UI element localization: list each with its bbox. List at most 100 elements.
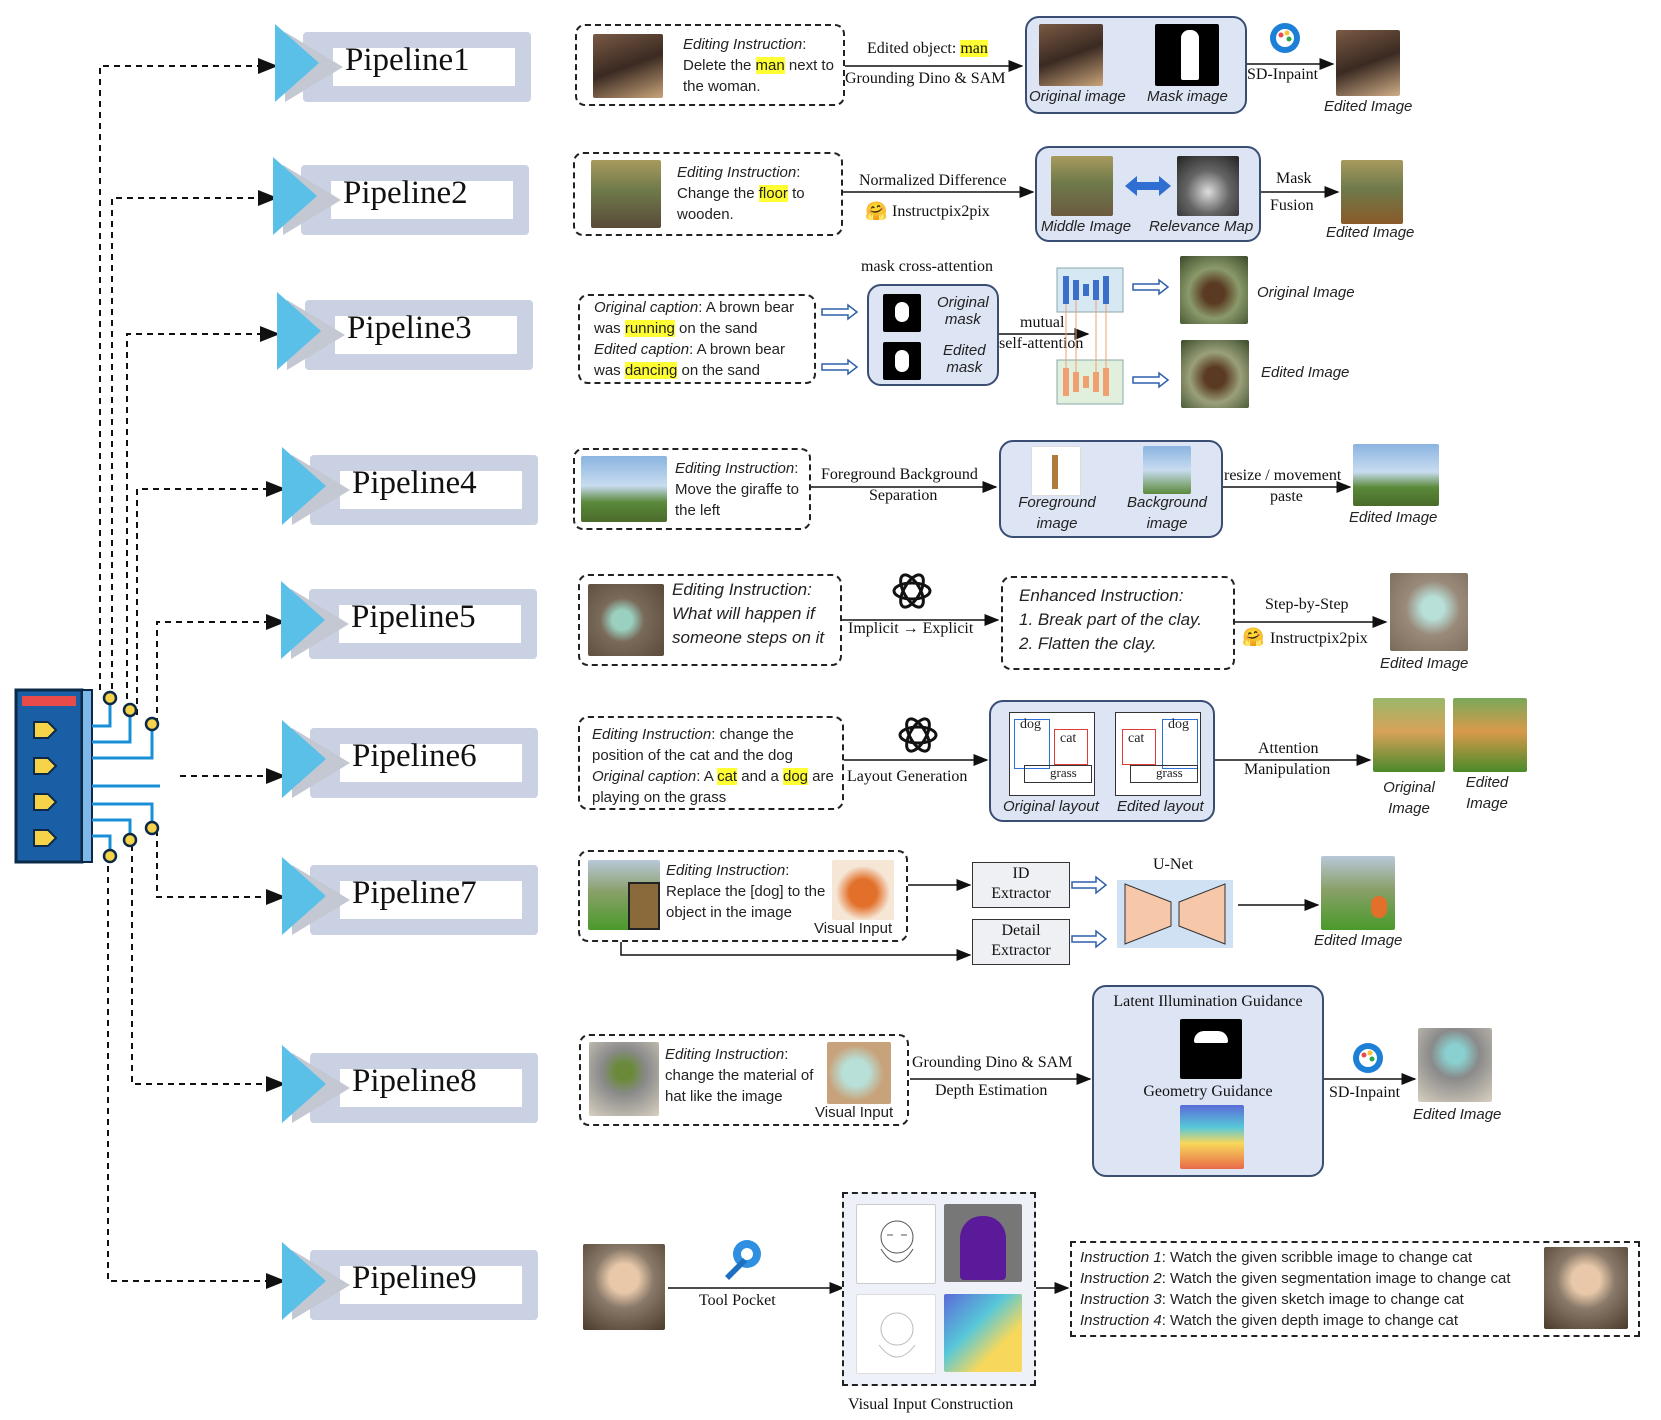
p1-instruction-text: Editing Instruction: Delete the man next… <box>683 36 834 95</box>
p9-instruction-4: Instruction 4: Watch the given depth ima… <box>1080 1312 1459 1329</box>
pipeline-label: Pipeline4 <box>352 465 477 501</box>
p4-edited-caption: Edited Image <box>1349 509 1438 526</box>
p4-foreground-thumb <box>1031 446 1081 496</box>
p4-input-photo <box>581 456 667 522</box>
p3-mutual-label: mutual <box>1020 314 1065 331</box>
p2-input-photo <box>591 160 661 228</box>
p3-edited-photo <box>1181 340 1249 408</box>
p1-original-caption: Original image <box>1029 88 1126 105</box>
p7-instruction-text: Editing Instruction:Replace the [dog] to… <box>666 862 826 921</box>
p6-edited-layout-caption: Edited layout <box>1117 798 1204 815</box>
p1-edited-caption: Edited Image <box>1324 98 1413 115</box>
pipeline-banner-2: Pipeline2 <box>273 157 529 235</box>
p3-original-caption: Original Image <box>1257 284 1355 301</box>
layout-label-grass: grass <box>1156 765 1183 780</box>
p5-edited-photo <box>1390 573 1468 651</box>
p7-id-extractor-label-2: Extractor <box>991 885 1051 902</box>
p7-unet-label: U-Net <box>1153 856 1193 873</box>
openai-icon <box>892 573 932 609</box>
p1-sd-inpaint-label: SD-Inpaint <box>1247 66 1319 83</box>
p7-edited-caption: Edited Image <box>1314 932 1403 949</box>
p1-module-box: Original image Mask image <box>1025 16 1247 114</box>
p7-visual-input-photo <box>832 860 894 920</box>
p9-depth-thumb <box>944 1294 1022 1372</box>
dispatch-line-5 <box>156 614 286 724</box>
p5-input-photo <box>588 584 664 656</box>
pipeline-banner-1: Pipeline1 <box>275 24 531 102</box>
p8-visual-input-photo <box>827 1042 891 1104</box>
pipeline-banner-6: Pipeline6 <box>282 720 538 798</box>
dispatch-line-4 <box>136 481 286 715</box>
pipeline-label: Pipeline1 <box>345 42 470 78</box>
p9-instruction-list: Instruction 1: Watch the given scribble … <box>1080 1247 1536 1331</box>
layout-label-dog: dog <box>1168 717 1189 732</box>
p1-input-photo <box>593 34 663 98</box>
unet-icon <box>1124 883 1226 945</box>
p9-instruction-1: Instruction 1: Watch the given scribble … <box>1080 1249 1473 1266</box>
p3-unet-pair-icon <box>1056 267 1124 405</box>
p6-original-layout-caption: Original layout <box>1003 798 1099 815</box>
dispatch-line-9 <box>107 855 286 1289</box>
p2-relevance-caption: Relevance Map <box>1149 218 1254 235</box>
p6-instruction-text: Editing Instruction: change the position… <box>592 726 834 806</box>
p5-implicit-explicit-label: Implicit → Explicit <box>848 620 974 637</box>
p3-edited-mask-thumb <box>883 342 921 380</box>
pipeline-banner-5: Pipeline5 <box>281 581 537 659</box>
p8-input-photo <box>589 1042 659 1116</box>
dispatch-line-7 <box>156 830 286 905</box>
pipeline-label: Pipeline7 <box>352 875 477 911</box>
layout-label-grass: grass <box>1050 765 1077 780</box>
p7-id-extractor-box: ID Extractor <box>972 862 1070 908</box>
p5-edited-caption: Edited Image <box>1380 655 1469 672</box>
p2-instructpix2pix-label: Instructpix2pix <box>892 203 990 220</box>
p9-visual-input-construction-label: Visual Input Construction <box>848 1396 1014 1413</box>
p4-edited-photo <box>1353 444 1439 506</box>
pipeline-label: Pipeline8 <box>352 1063 477 1099</box>
p3-original-mask-thumb <box>883 294 921 332</box>
openai-icon <box>898 717 938 753</box>
p8-instruction-text: Editing Instruction:change the material … <box>665 1046 814 1105</box>
p6-layout-generation-label: Layout Generation <box>847 768 968 785</box>
p4-paste-label: paste <box>1270 488 1303 505</box>
p2-instruction-text: Editing Instruction: Change the floor to… <box>677 164 805 223</box>
p4-instruction-text: Editing Instruction:Move the giraffe to … <box>675 460 799 519</box>
p8-depth-thumb <box>1180 1105 1244 1169</box>
p2-fusion-label: Fusion <box>1270 197 1314 214</box>
p9-sketch-thumb <box>856 1294 936 1374</box>
p9-segmentation-thumb <box>944 1204 1022 1282</box>
pipeline-banner-7: Pipeline7 <box>282 857 538 935</box>
pipeline-banner-3: Pipeline3 <box>277 292 533 370</box>
p2-instruction-box: Editing Instruction: Change the floor to… <box>573 152 843 236</box>
palette-icon <box>1353 1043 1383 1073</box>
palette-icon <box>1270 23 1300 53</box>
pipeline-label: Pipeline3 <box>347 310 472 346</box>
p9-scribble-thumb <box>856 1204 936 1284</box>
p9-edited-photo <box>1544 1247 1628 1329</box>
p8-edited-caption: Edited Image <box>1413 1106 1502 1123</box>
p7-edited-photo <box>1321 856 1395 930</box>
p5-step-label: Step-by-Step <box>1265 596 1349 613</box>
p6-attention-label: Attention <box>1258 740 1319 757</box>
dispatch-line-1 <box>99 58 278 690</box>
p9-instruction-3: Instruction 3: Watch the given sketch im… <box>1080 1291 1464 1308</box>
p6-edited-layout: dog cat grass <box>1115 712 1201 796</box>
p1-original-thumb <box>1039 24 1103 86</box>
p7-detail-extractor-label-2: Extractor <box>991 942 1051 959</box>
p3-caption-text: Original caption: A brown bear was runni… <box>594 299 795 379</box>
p7-input-photo <box>588 860 660 930</box>
p8-hat-mask-thumb <box>1180 1019 1242 1079</box>
p7-unet-box <box>1117 880 1233 948</box>
p1-mask-caption: Mask image <box>1147 88 1228 105</box>
p3-edited-caption: Edited Image <box>1261 364 1350 381</box>
p5-instruction-box: Editing Instruction:What will happen if … <box>578 574 842 666</box>
layout-label-cat: cat <box>1060 731 1077 746</box>
p9-input-photo <box>583 1244 665 1330</box>
p7-detail-extractor-box: Detail Extractor <box>972 919 1070 965</box>
p9-instruction-2: Instruction 2: Watch the given segmentat… <box>1080 1270 1511 1287</box>
p7-visual-input-caption: Visual Input <box>814 920 893 937</box>
p4-resize-label: resize / movement <box>1224 467 1342 484</box>
